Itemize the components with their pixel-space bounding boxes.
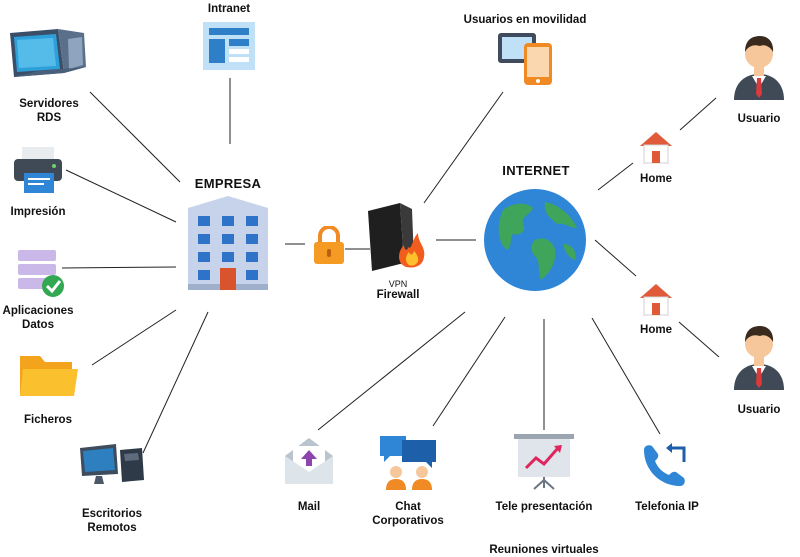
intranet-icon bbox=[203, 22, 255, 70]
escritorios-remotos-icon bbox=[80, 444, 144, 484]
home-icon bbox=[640, 132, 672, 164]
firewall-icon bbox=[368, 203, 425, 271]
mail-label: Mail bbox=[297, 501, 321, 513]
home-label-2: Home bbox=[640, 324, 672, 336]
presentation-icon bbox=[514, 434, 574, 490]
servidores-rds-label: Servidores RDS bbox=[19, 98, 79, 124]
escritorios-remotos-label: Escritorios Remotos bbox=[81, 508, 143, 534]
telepresentacion-label: Tele presentación bbox=[495, 501, 593, 513]
globe-icon bbox=[484, 189, 586, 291]
phone-icon bbox=[644, 443, 686, 486]
printer-icon bbox=[14, 147, 62, 193]
ficheros-label: Ficheros bbox=[24, 414, 72, 426]
usuario-label-1: Usuario bbox=[737, 113, 781, 125]
user-avatar-icon bbox=[734, 36, 784, 100]
building-icon bbox=[188, 196, 268, 290]
telefonia-label: Telefonia IP bbox=[635, 501, 699, 513]
mail-icon bbox=[285, 438, 333, 484]
folder-icon bbox=[20, 356, 78, 396]
intranet-label: Intranet bbox=[207, 3, 251, 15]
chat-label: Chat Corporativos bbox=[372, 501, 444, 527]
mobile-devices-icon bbox=[498, 33, 552, 85]
home-label-1: Home bbox=[640, 173, 672, 185]
firewall-label: Firewall bbox=[376, 289, 420, 301]
aplicaciones-datos-icon bbox=[18, 250, 64, 297]
reuniones-label: Reuniones virtuales bbox=[489, 544, 599, 556]
usuario-label-2: Usuario bbox=[737, 404, 781, 416]
vpn-label: VPN bbox=[388, 279, 408, 289]
chat-icon bbox=[380, 436, 436, 490]
user-avatar-icon bbox=[734, 326, 784, 390]
empresa-title: EMPRESA bbox=[194, 176, 262, 191]
movilidad-label: Usuarios en movilidad bbox=[463, 14, 587, 26]
servidores-rds-icon bbox=[10, 29, 86, 77]
home-icon bbox=[640, 284, 672, 316]
impresion-label: Impresión bbox=[10, 206, 66, 218]
aplicaciones-datos-label: Aplicaciones Datos bbox=[2, 305, 74, 331]
lock-icon bbox=[314, 226, 344, 264]
internet-title: INTERNET bbox=[502, 163, 570, 178]
